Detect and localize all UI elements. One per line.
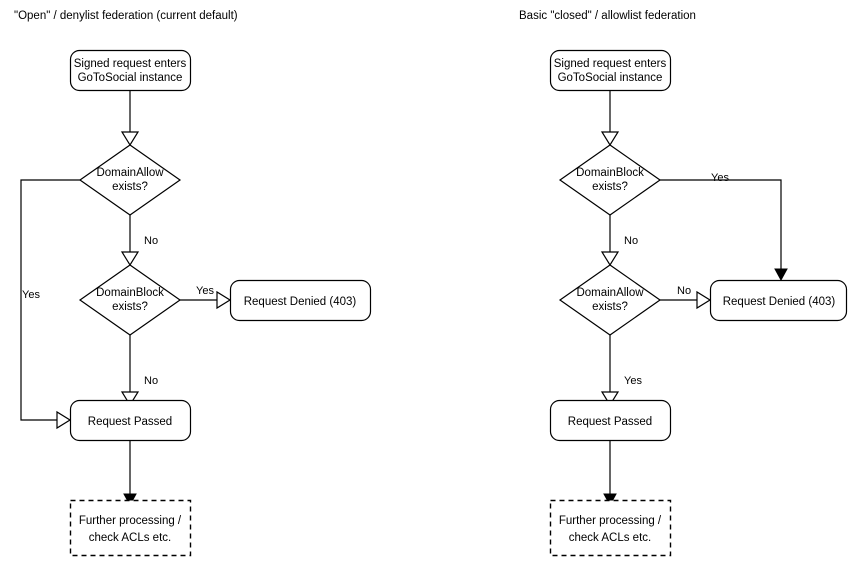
start-box-left-line2: GoToSocial instance bbox=[78, 72, 183, 84]
further-processing-right-line1: Further processing / bbox=[559, 515, 662, 527]
edge-label-domainblock-no-right: No bbox=[624, 235, 638, 247]
node-request-denied-left: Request Denied (403) bbox=[229, 279, 372, 322]
start-box-right bbox=[549, 49, 672, 92]
decision-domainallow-left-line2: exists? bbox=[112, 181, 148, 193]
node-decision-domainallow-right: DomainAllow exists? bbox=[558, 264, 662, 336]
start-box-left bbox=[69, 49, 192, 92]
request-passed-label-right: Request Passed bbox=[568, 416, 652, 428]
arrowhead-open-icon bbox=[600, 131, 620, 147]
arrowhead-open-icon bbox=[696, 290, 712, 310]
arrowhead-solid-icon bbox=[123, 493, 137, 507]
start-box-right-line1: Signed request enters bbox=[554, 58, 667, 70]
decision-domainblock-right-line1: DomainBlock bbox=[576, 167, 644, 179]
arrowhead-open-icon bbox=[216, 290, 232, 310]
decision-domainblock-left-line2: exists? bbox=[112, 301, 148, 313]
start-box-left-line1: Signed request enters bbox=[74, 58, 187, 70]
diagram-title-open-denylist: "Open" / denylist federation (current de… bbox=[14, 10, 238, 22]
decision-diamond-domainblock-right bbox=[558, 144, 662, 216]
edge-domainallow-no-left: No bbox=[120, 215, 158, 267]
request-denied-label-right: Request Denied (403) bbox=[723, 296, 836, 308]
arrowhead-open-icon bbox=[120, 131, 140, 147]
edge-label-domainblock-yes-right: Yes bbox=[711, 172, 729, 184]
decision-domainallow-left-line1: DomainAllow bbox=[96, 167, 164, 179]
node-start-left: Signed request enters GoToSocial instanc… bbox=[69, 49, 192, 92]
arrowhead-open-icon bbox=[600, 251, 620, 267]
edge-start-to-domainblock-right bbox=[600, 90, 620, 147]
edge-domainblock-yes-right: Yes bbox=[660, 172, 788, 282]
decision-domainallow-right-line1: DomainAllow bbox=[576, 287, 644, 299]
request-denied-label-left: Request Denied (403) bbox=[244, 296, 357, 308]
edge-label-domainallow-no-left: No bbox=[144, 235, 158, 247]
request-denied-box-right bbox=[709, 279, 848, 322]
decision-domainblock-right-line2: exists? bbox=[592, 181, 628, 193]
node-start-right: Signed request enters GoToSocial instanc… bbox=[549, 49, 672, 92]
request-passed-label-left: Request Passed bbox=[88, 416, 172, 428]
edge-domainblock-no-right: No bbox=[600, 215, 638, 267]
node-request-passed-left: Request Passed bbox=[69, 399, 192, 442]
further-processing-left-line1: Further processing / bbox=[79, 515, 182, 527]
further-processing-box-right bbox=[549, 499, 672, 557]
edge-label-domainallow-yes-right: Yes bbox=[624, 375, 642, 387]
node-request-passed-right: Request Passed bbox=[549, 399, 672, 442]
request-denied-box-left bbox=[229, 279, 372, 322]
arrowhead-open-icon bbox=[600, 391, 620, 407]
edge-passed-to-further-left bbox=[123, 440, 137, 507]
edge-domainallow-yes-right: Yes bbox=[600, 335, 642, 407]
node-request-denied-right: Request Denied (403) bbox=[709, 279, 848, 322]
node-further-processing-left: Further processing / check ACLs etc. bbox=[69, 499, 192, 557]
decision-diamond-domainblock-left bbox=[78, 264, 182, 336]
node-decision-domainblock-right: DomainBlock exists? bbox=[558, 144, 662, 216]
further-processing-left-line2: check ACLs etc. bbox=[89, 532, 171, 544]
arrowhead-open-icon bbox=[120, 391, 140, 407]
edge-passed-to-further-right bbox=[603, 440, 617, 507]
arrowhead-solid-icon bbox=[603, 493, 617, 507]
decision-diamond-domainallow-right bbox=[558, 264, 662, 336]
edge-domainallow-yes-left: Yes bbox=[20, 179, 80, 430]
node-further-processing-right: Further processing / check ACLs etc. bbox=[549, 499, 672, 557]
decision-domainallow-right-line2: exists? bbox=[592, 301, 628, 313]
decision-diamond-domainallow-left bbox=[78, 144, 182, 216]
arrowhead-open-icon bbox=[120, 251, 140, 267]
arrowhead-open-icon bbox=[56, 410, 72, 430]
edge-label-domainallow-yes-left: Yes bbox=[22, 289, 40, 301]
node-decision-domainblock-left: DomainBlock exists? bbox=[78, 264, 182, 336]
edge-start-to-domainallow-left bbox=[120, 90, 140, 147]
edge-label-domainblock-no-left: No bbox=[144, 375, 158, 387]
edge-label-domainblock-yes-left: Yes bbox=[196, 285, 214, 297]
edge-domainblock-no-left: No bbox=[120, 335, 158, 407]
node-decision-domainallow-left: DomainAllow exists? bbox=[78, 144, 182, 216]
edge-domainallow-no-right: No bbox=[660, 285, 712, 310]
edge-domainblock-yes-left: Yes bbox=[180, 285, 232, 310]
decision-domainblock-left-line1: DomainBlock bbox=[96, 287, 164, 299]
further-processing-box-left bbox=[69, 499, 192, 557]
diagram-title-closed-allowlist: Basic "closed" / allowlist federation bbox=[519, 10, 696, 22]
start-box-right-line2: GoToSocial instance bbox=[558, 72, 663, 84]
edge-label-domainallow-no-right: No bbox=[677, 285, 691, 297]
further-processing-right-line2: check ACLs etc. bbox=[569, 532, 651, 544]
arrowhead-solid-icon bbox=[774, 268, 788, 282]
